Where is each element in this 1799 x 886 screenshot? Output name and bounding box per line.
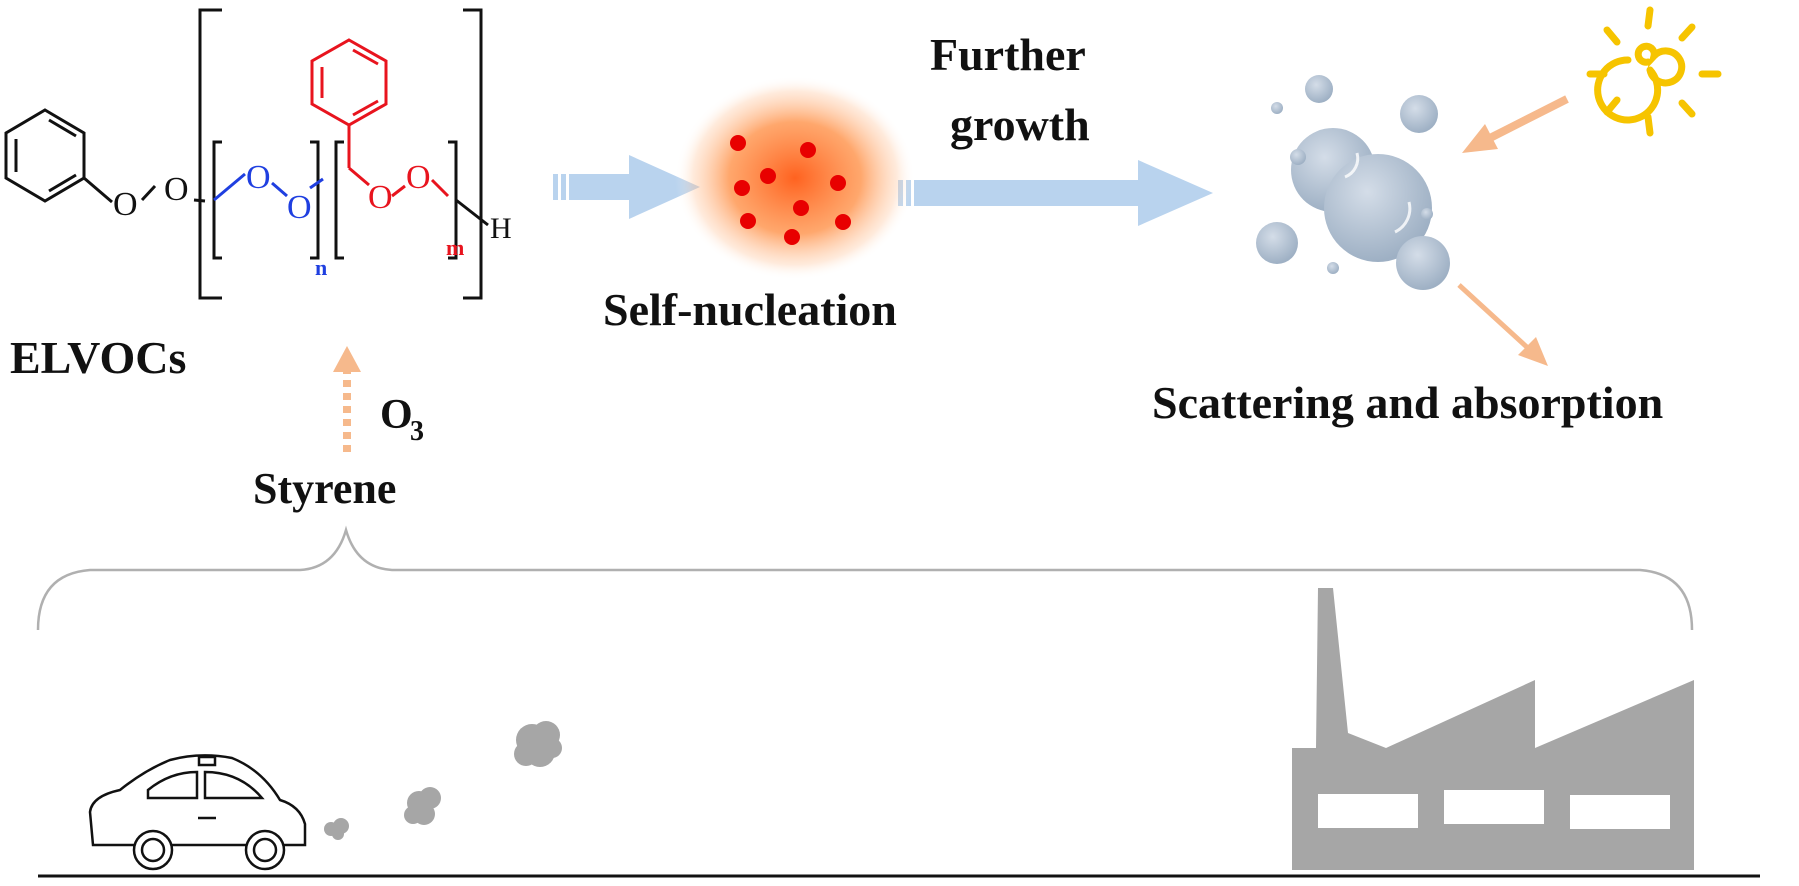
particle-icon xyxy=(1396,236,1450,290)
atom-labels: O O O O O O H n m xyxy=(113,159,512,280)
particle-icon xyxy=(1400,95,1438,133)
particle-icon xyxy=(1256,222,1298,264)
nucleus-dots xyxy=(730,135,851,245)
oxygen-atom-blue: O xyxy=(246,159,271,196)
exhaust-puff-icon xyxy=(324,818,349,840)
aerosol-particles xyxy=(1256,75,1450,290)
subscript-m: m xyxy=(446,235,464,260)
factory-windows xyxy=(1318,790,1670,829)
benzene-ring-icon xyxy=(310,38,388,127)
particle-icon xyxy=(1271,102,1283,114)
red-repeat-unit xyxy=(310,38,450,198)
particle-icon xyxy=(1290,149,1306,165)
particle-icon xyxy=(1305,75,1333,103)
factory-icon xyxy=(1292,588,1694,870)
particle-icon xyxy=(1421,208,1433,220)
flow-arrow-to-nucleation xyxy=(553,155,700,219)
oxygen-atom: O xyxy=(113,186,138,223)
oxygen-atom: O xyxy=(164,171,189,208)
scattered-light-arrow xyxy=(1457,283,1548,366)
incoming-light-arrow xyxy=(1462,95,1569,153)
oxygen-atom-blue: O xyxy=(287,189,312,226)
flow-arrow-to-growth xyxy=(898,160,1213,226)
exhaust-puff-icon xyxy=(404,787,441,825)
exhaust-puffs xyxy=(324,721,562,840)
ozone-subscript: 3 xyxy=(410,416,424,447)
oxygen-atom-red: O xyxy=(406,159,431,196)
particle-icon xyxy=(1327,262,1339,274)
ozone-label: O xyxy=(380,392,413,438)
elvocs-label: ELVOCs xyxy=(10,332,186,383)
further-growth-label-line1: Further xyxy=(930,29,1086,80)
subscript-n: n xyxy=(315,255,327,280)
source-brace xyxy=(36,525,1694,631)
exhaust-puff-icon xyxy=(514,721,562,767)
particle-icon xyxy=(1324,154,1432,262)
particle-highlights xyxy=(1344,152,1412,234)
ozonolysis-arrow xyxy=(333,346,361,452)
nucleation-cluster xyxy=(675,76,915,280)
terminal-bond xyxy=(455,198,489,227)
benzene-ring-icon xyxy=(4,108,86,203)
styrene-label: Styrene xyxy=(253,464,396,513)
car-icon xyxy=(88,754,307,871)
sun-icon xyxy=(1586,6,1722,137)
scattering-label: Scattering and absorption xyxy=(1152,377,1663,428)
blue-repeat-unit xyxy=(213,172,324,202)
self-nucleation-label: Self-nucleation xyxy=(603,284,897,335)
further-growth-label-line2: growth xyxy=(950,99,1090,150)
hydrogen-atom: H xyxy=(490,212,512,245)
elvoc-structure xyxy=(4,8,483,300)
oxygen-atom-red: O xyxy=(368,179,393,216)
